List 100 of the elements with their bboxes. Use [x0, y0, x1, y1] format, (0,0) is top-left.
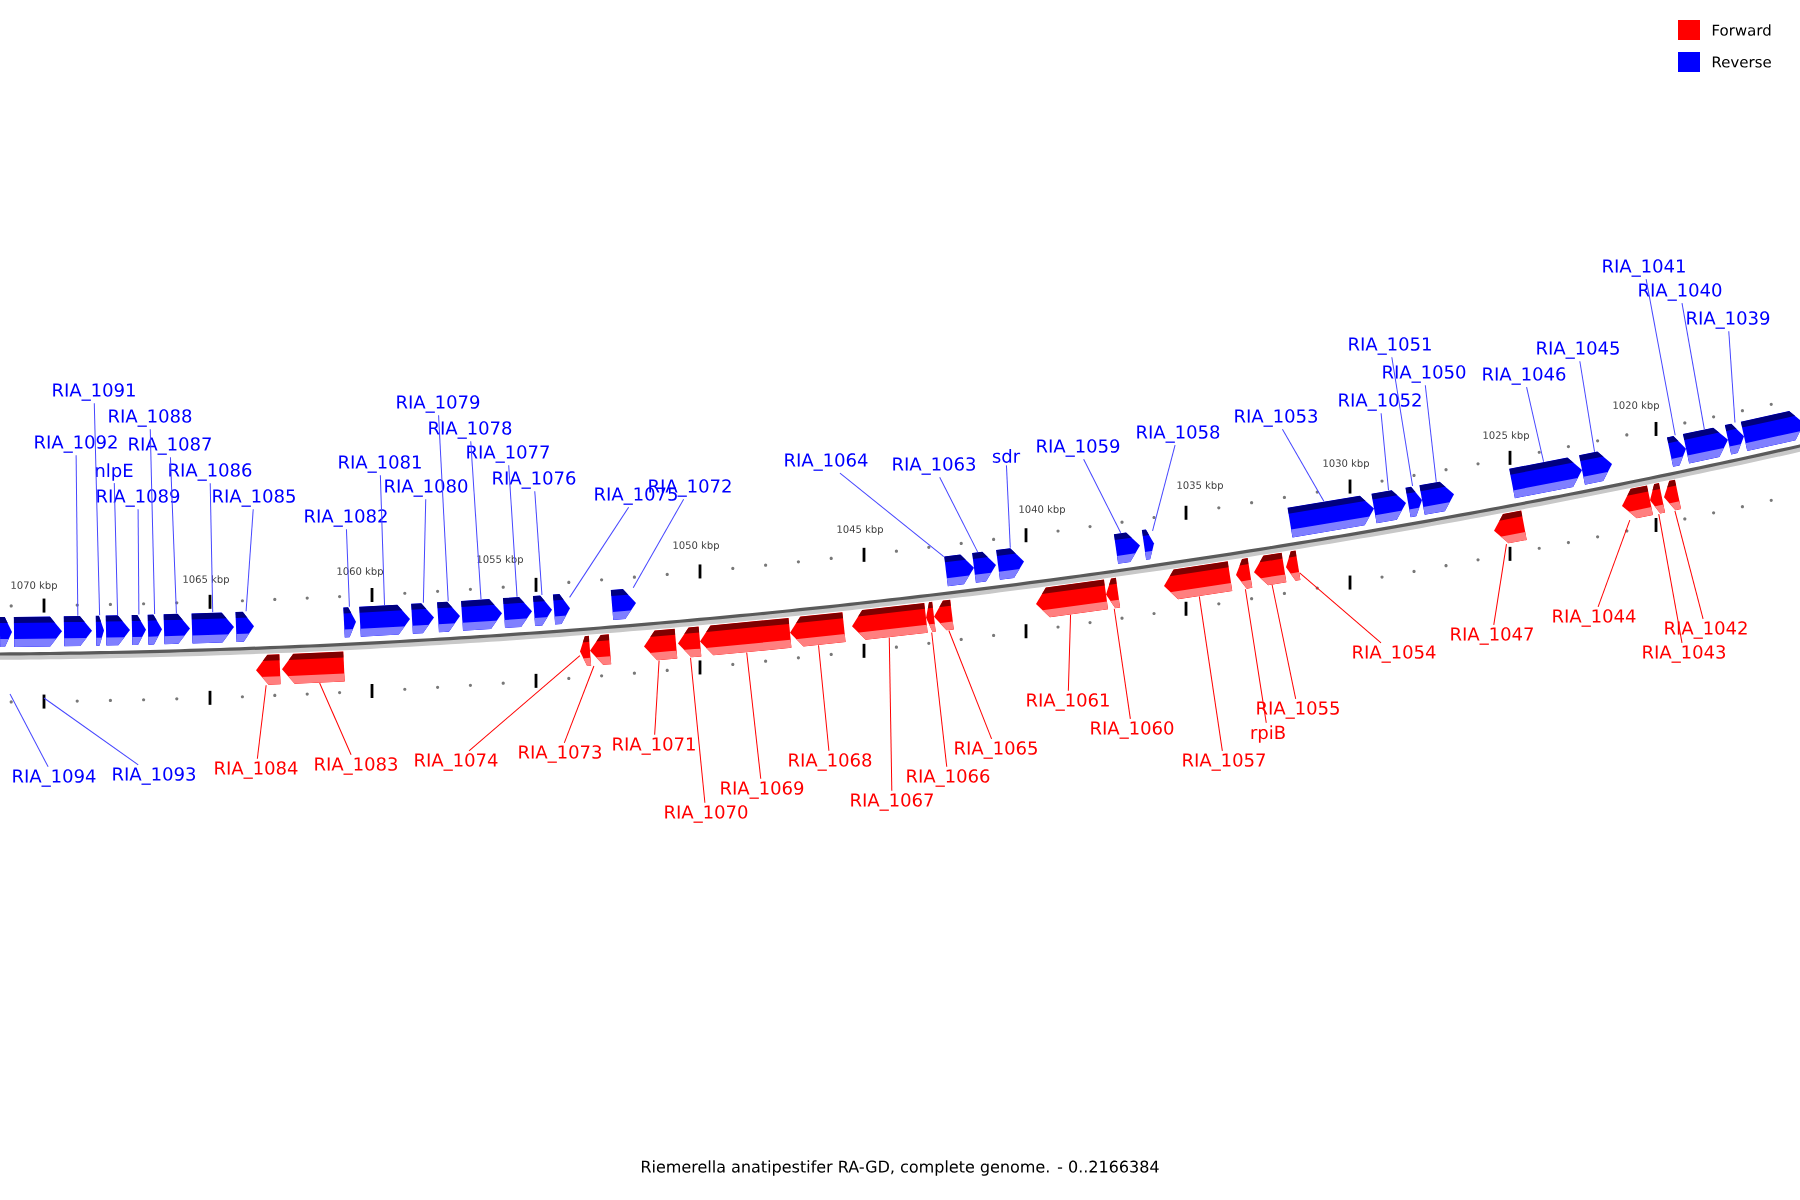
gene-label: RIA_1041 [1603, 259, 1685, 277]
gene-feature [502, 597, 532, 629]
gene-label: RIA_1064 [785, 453, 868, 471]
leader-line [1674, 510, 1704, 620]
leader-line [508, 464, 518, 598]
leader-line [1526, 386, 1545, 463]
gene-label: RIA_1081 [339, 455, 421, 473]
leader-line [563, 665, 595, 744]
gene-feature [1236, 558, 1253, 589]
gene-label: RIA_1092 [35, 435, 117, 453]
gene-label: RIA_1050 [1383, 365, 1466, 383]
gene-label: RIA_1080 [385, 479, 468, 497]
gene-feature [343, 607, 356, 638]
leader-line [1579, 360, 1596, 453]
gene-feature [163, 613, 190, 645]
gene-label: RIA_1074 [415, 753, 498, 771]
leader-line [569, 506, 630, 598]
gene-label: RIA_1070 [665, 805, 748, 823]
gene-label: RIA_1060 [1091, 721, 1174, 739]
gene-feature [1494, 510, 1527, 544]
leader-line [1198, 595, 1223, 752]
leader-line [839, 472, 945, 558]
gene-feature [1286, 550, 1301, 581]
leader-line [470, 440, 482, 600]
gene-feature [1579, 451, 1612, 485]
gene-feature [944, 554, 974, 587]
gene-feature [790, 612, 846, 647]
leader-line [43, 697, 139, 766]
gene-label: RIA_1044 [1553, 609, 1636, 627]
gene-feature [1141, 529, 1154, 560]
leader-line [1299, 572, 1382, 644]
gene-feature [1650, 483, 1666, 514]
leader-line [1152, 444, 1176, 532]
leader-line [746, 652, 762, 780]
gene-feature [644, 628, 678, 661]
gene-feature [235, 611, 254, 642]
gene-label: RIA_1042 [1665, 621, 1747, 639]
leader-line [1493, 543, 1507, 626]
gene-feature [934, 599, 954, 631]
gene-label: RIA_1089 [97, 489, 180, 507]
leader-line [75, 454, 79, 617]
gene-feature [926, 601, 936, 633]
gene-label: RIA_1068 [789, 753, 872, 771]
gene-feature [590, 634, 612, 665]
gene-feature [580, 635, 592, 667]
leader-line [632, 498, 685, 589]
caption: Riemerella anatipestifer RA-GD, complete genome. - 0..2166384 [642, 1160, 1159, 1176]
leader-line [1244, 588, 1267, 724]
leader-line [379, 474, 385, 606]
gene-label: RIA_1086 [169, 463, 252, 481]
leader-line [534, 490, 543, 596]
leader-line [690, 657, 706, 804]
gene-feature [0, 617, 12, 647]
leader-line [93, 402, 101, 616]
leader-line [654, 660, 660, 736]
leader-line [9, 693, 49, 768]
leader-line [1083, 458, 1122, 534]
leader-line [948, 630, 993, 740]
leader-line [438, 414, 449, 602]
gene-feature [131, 614, 146, 645]
leader-line [113, 482, 119, 616]
gene-label: RIA_1045 [1537, 341, 1619, 359]
gene-feature [1106, 577, 1121, 609]
gene-label: RIA_1078 [429, 421, 512, 439]
leader-line [245, 508, 254, 612]
gene-label: RIA_1084 [215, 761, 298, 779]
gene-feature [411, 603, 434, 634]
gene-label: RIA_1058 [1137, 425, 1220, 443]
gene-label: RIA_1040 [1639, 283, 1722, 301]
leader-line [345, 528, 350, 608]
gene-label: RIA_1055 [1257, 701, 1339, 719]
gene-label: RIA_1082 [305, 509, 387, 527]
gene-label: RIA_1057 [1183, 753, 1265, 771]
gene-label: RIA_1052 [1339, 393, 1421, 411]
gene-label: RIA_1061 [1027, 693, 1109, 711]
gene-label: RIA_1063 [893, 457, 975, 475]
leader-line [1271, 584, 1297, 700]
gene-label: RIA_1093 [113, 767, 195, 785]
gene-label: RIA_1054 [1353, 645, 1436, 663]
leader-line [1658, 513, 1683, 644]
leader-line [319, 682, 352, 756]
gene-label: RIA_1066 [907, 769, 990, 787]
gene-label: RIA_1087 [129, 437, 211, 455]
gene-feature [610, 589, 636, 620]
gene-feature [996, 548, 1024, 580]
leader-line [468, 655, 581, 752]
leader-line [422, 498, 427, 604]
gene-feature [437, 601, 460, 633]
leader-line [1645, 278, 1676, 436]
leader-line [931, 632, 948, 768]
gene-label: RIA_1039 [1687, 311, 1770, 329]
gene-label: rpiB [1251, 725, 1285, 743]
gene-label: RIA_1047 [1451, 627, 1533, 645]
gene-feature [147, 614, 162, 645]
gene-label: RIA_1051 [1349, 337, 1431, 355]
gene-feature [532, 595, 552, 626]
gene-feature [552, 594, 570, 625]
leader-line [1005, 464, 1011, 549]
gene-label: RIA_1085 [213, 489, 295, 507]
gene-label: RIA_1053 [1235, 409, 1318, 427]
